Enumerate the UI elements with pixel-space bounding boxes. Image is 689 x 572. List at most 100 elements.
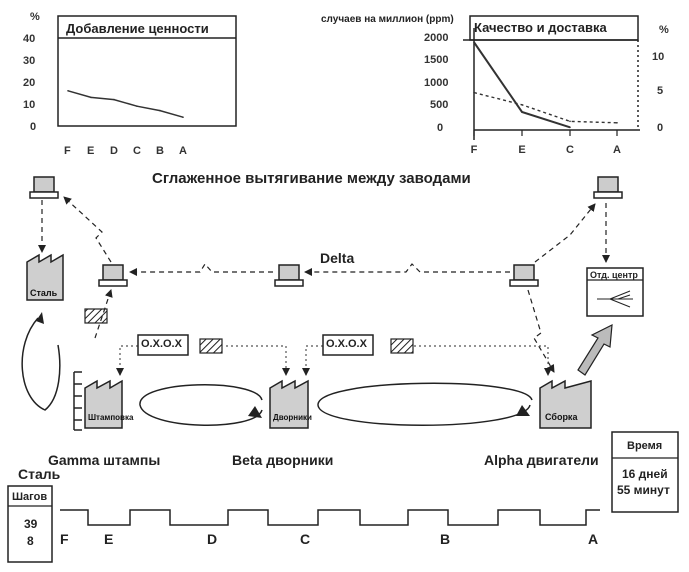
chart2-data-point bbox=[473, 91, 475, 94]
chart2-ytick-left: 1000 bbox=[424, 77, 449, 89]
factory-steel-icon bbox=[26, 253, 64, 301]
steps-value: 8 bbox=[27, 534, 34, 548]
chart2-xtick: F bbox=[471, 144, 478, 156]
chart2-xtick: C bbox=[566, 144, 574, 156]
kanban-post-icon bbox=[593, 176, 623, 199]
kanban-post-icon bbox=[29, 176, 59, 199]
chart2-data-point bbox=[521, 104, 523, 106]
chart1-xtick: C bbox=[133, 145, 141, 157]
chart2-ytick-left: 2000 bbox=[424, 32, 449, 44]
steps-label: Шагов bbox=[12, 491, 48, 503]
withdrawal-arrow bbox=[534, 203, 596, 263]
alpha-label: Alpha двигатели bbox=[484, 452, 599, 468]
timeline-letter: C bbox=[300, 531, 311, 547]
chart2-ytick-left: 1500 bbox=[424, 54, 449, 66]
signal-line bbox=[414, 345, 552, 376]
shipping-flow-icon bbox=[597, 290, 633, 308]
diagram-title: Сглаженное вытягивание между заводами bbox=[152, 170, 471, 187]
time-label: Время bbox=[627, 440, 663, 452]
factory-stamping-icon bbox=[84, 379, 123, 429]
chart1-unit-label: % bbox=[30, 11, 40, 23]
leveling-label: O.X.O.X bbox=[141, 338, 182, 350]
milk-run-loop bbox=[139, 384, 263, 426]
steel-plant-label: Сталь bbox=[30, 288, 58, 298]
chart2-ytick-left: 500 bbox=[430, 99, 449, 111]
kanban-post-icon bbox=[274, 264, 304, 287]
chart2-data-point bbox=[521, 111, 523, 113]
timeline-letter: B bbox=[440, 531, 451, 547]
chart1-ytick: 0 bbox=[30, 121, 37, 133]
chart2-ytick-left: 0 bbox=[437, 122, 444, 134]
kanban-card-icon bbox=[199, 338, 223, 354]
chart1-data-point bbox=[90, 96, 92, 99]
time-value: 16 дней bbox=[622, 467, 668, 481]
chart1-ytick: 30 bbox=[23, 55, 36, 67]
withdrawal-arrow bbox=[304, 263, 510, 276]
cycle-loop bbox=[21, 317, 61, 411]
chart2-ytick-right: 10 bbox=[652, 51, 665, 63]
chart1-xtick: E bbox=[87, 145, 95, 157]
chart1-data-point bbox=[136, 105, 138, 107]
leveling-box bbox=[137, 334, 189, 356]
chart1-data-point bbox=[113, 98, 115, 101]
gamma-label: Gamma штампы bbox=[48, 452, 161, 468]
timeline-letter: E bbox=[104, 531, 114, 547]
chart2-series-line bbox=[473, 41, 571, 129]
chart1-data-point bbox=[67, 90, 69, 92]
leveling-box bbox=[322, 334, 374, 356]
timeline-letter: F bbox=[60, 531, 69, 547]
steps-value: 39 bbox=[24, 517, 38, 531]
signal-line bbox=[116, 345, 138, 376]
stamping-plant-label: Штамповка bbox=[88, 413, 134, 422]
chart2-data-point bbox=[569, 126, 571, 129]
chart1-data-point bbox=[159, 109, 161, 112]
shipping-arrow-icon bbox=[577, 323, 613, 376]
chart1-xtick: F bbox=[64, 145, 71, 157]
chart1-series-line bbox=[67, 90, 184, 118]
withdrawal-arrow bbox=[94, 289, 113, 339]
leveling-label: O.X.O.X bbox=[326, 338, 367, 350]
kanban-post-icon bbox=[98, 264, 128, 287]
chart2-left-axis-label: случаев на миллион (ppm) bbox=[321, 14, 454, 25]
withdrawal-arrow bbox=[63, 196, 112, 263]
factory-wipers-icon bbox=[269, 379, 309, 429]
time-box bbox=[611, 431, 679, 513]
chart1-ytick: 20 bbox=[23, 77, 36, 89]
timeline-letter: D bbox=[207, 531, 218, 547]
chart1-title: Добавление ценности bbox=[66, 21, 209, 36]
chart1-ytick: 10 bbox=[23, 99, 36, 111]
signal-line bbox=[226, 345, 290, 376]
withdrawal-arrow bbox=[129, 262, 273, 276]
delta-label: Delta bbox=[320, 250, 355, 266]
chart2-data-point bbox=[616, 122, 618, 124]
milk-run-loop bbox=[317, 382, 533, 426]
timeline-letter: A bbox=[588, 531, 599, 547]
beta-label: Beta дворники bbox=[232, 452, 334, 468]
chart2-xtick: A bbox=[613, 144, 621, 156]
signal-line bbox=[302, 345, 323, 376]
kanban-card-icon bbox=[390, 338, 414, 354]
chart1-ytick: 40 bbox=[23, 33, 36, 45]
chart2-data-point bbox=[569, 120, 571, 123]
chart2-ytick-right: 0 bbox=[657, 122, 664, 134]
kanban-post-icon bbox=[509, 264, 539, 287]
wipers-plant-label: Дворники bbox=[273, 413, 312, 422]
shipping-center-label: Отд. центр bbox=[590, 270, 638, 280]
chart2-data-point bbox=[473, 41, 475, 44]
withdrawal-arrow bbox=[527, 289, 555, 373]
shipping-center-box bbox=[586, 267, 644, 317]
chart1-data-point bbox=[182, 116, 184, 118]
chart2-title-frame bbox=[469, 15, 639, 41]
chart2-series-line bbox=[473, 91, 618, 124]
chart2-title: Качество и доставка bbox=[474, 20, 607, 35]
chart1-xtick: A bbox=[179, 145, 187, 157]
chart1-frame bbox=[57, 15, 237, 127]
comb-icon bbox=[73, 371, 82, 431]
chart2-ytick-right: 5 bbox=[657, 85, 664, 97]
chart2-xtick: E bbox=[518, 144, 525, 156]
assembly-plant-label: Сборка bbox=[545, 412, 578, 422]
chart2-right-axis-label: % bbox=[659, 24, 669, 36]
factory-assembly-icon bbox=[539, 379, 592, 429]
